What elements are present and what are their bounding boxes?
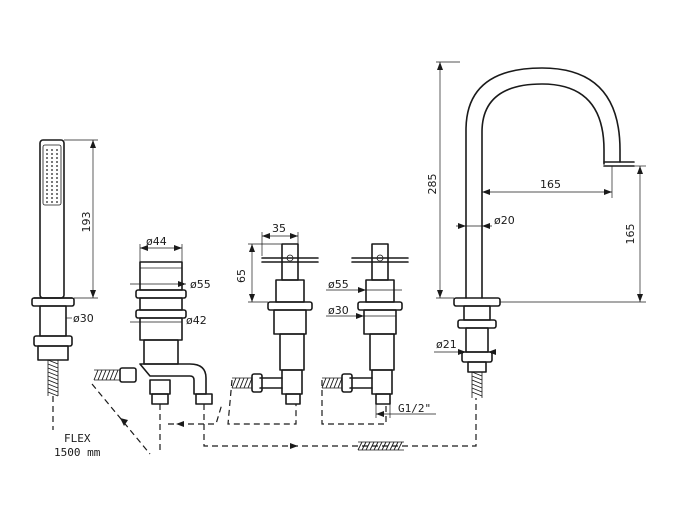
- diverter-body: ø44 ø55 ø42: [93, 235, 213, 405]
- dim-hand-shower-base: ø30: [73, 312, 94, 325]
- flex-label: FLEX: [64, 432, 91, 445]
- dim-thread: G1/2": [398, 402, 431, 415]
- valve-left: 35 65: [231, 222, 319, 405]
- dim-spout-height: 285: [426, 174, 439, 195]
- spray-holes: [46, 149, 58, 203]
- dim-spout-drop: 165: [624, 224, 637, 245]
- flex-connections: [91, 379, 477, 455]
- dim-spout-reach: 165: [540, 178, 561, 191]
- spout-hose: [471, 371, 483, 398]
- dim-spout-shank: ø21: [436, 338, 457, 351]
- dim-hand-shower-height: 193: [80, 212, 93, 233]
- dim-spout-pipe: ø20: [494, 214, 515, 227]
- dim-handle-height: 65: [235, 269, 248, 283]
- valve-right-hose: [321, 377, 343, 389]
- spout: 285 165 165 ø20 ø21: [426, 61, 646, 398]
- hand-shower: 193 ø30: [31, 139, 98, 430]
- flex-length-label: 1500 mm: [54, 446, 101, 459]
- dim-valve-body: ø30: [328, 304, 349, 317]
- dim-handle-width: 35: [272, 222, 286, 235]
- hand-shower-hose: [47, 359, 59, 397]
- valve-left-hose: [231, 377, 253, 389]
- flex-hatch-segment: [357, 441, 404, 451]
- dim-diverter-flange: ø55: [190, 278, 211, 291]
- valve-right: ø55 ø30 G1/2": [321, 243, 436, 418]
- dim-diverter-body: ø42: [186, 314, 207, 327]
- diverter-hose: [93, 369, 120, 381]
- dim-diverter-top: ø44: [146, 235, 167, 248]
- dim-valve-flange: ø55: [328, 278, 349, 291]
